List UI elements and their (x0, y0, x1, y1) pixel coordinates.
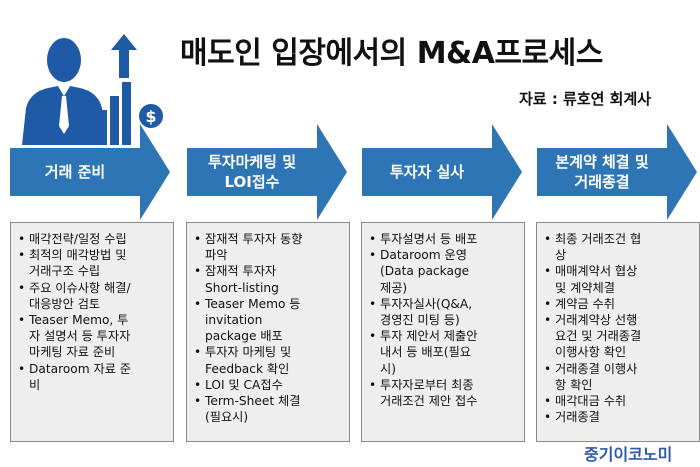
bullet-list: 잠재적 투자자 동향 파악 잠재적 투자자 Short-listing Teas… (193, 231, 343, 425)
step-arrow-closing: 본계약 체결 및 거래종결 (537, 124, 697, 220)
list-item: 주요 이슈사항 해결/ 대응방안 검토 (17, 280, 167, 312)
list-item: 거래종결 이행사 항 확인 (543, 361, 693, 393)
list-item: 투자 제안서 제출안 내서 등 배포(필요 시) (368, 328, 518, 377)
list-item: Term-Sheet 체결 (필요시) (193, 393, 343, 425)
list-item: 매매계약서 협상 및 계약체결 (543, 263, 693, 295)
step-detail-box-marketing: 잠재적 투자자 동향 파악 잠재적 투자자 Short-listing Teas… (186, 222, 350, 442)
list-item: 투자자실사(Q&A, 경영진 미팅 등) (368, 296, 518, 328)
businessman-growth-icon: $ (14, 30, 164, 145)
step-detail-box-closing: 최종 거래조건 협 상 매매계약서 협상 및 계약체결 계약금 수취 거래계약상… (536, 222, 700, 442)
step-label: 투자마케팅 및 LOI접수 (207, 153, 297, 191)
list-item: 투자설명서 등 배포 (368, 231, 518, 247)
step-arrow-due-diligence: 투자자 실사 (362, 124, 522, 220)
list-item: Dataroom 자료 준 비 (17, 361, 167, 393)
list-item: 투자자 마케팅 및 Feedback 확인 (193, 344, 343, 376)
list-item: 거래종결 (543, 409, 693, 425)
step-label: 거래 준비 (44, 163, 106, 181)
list-item: Teaser Memo, 투 자 설명서 등 투자자 마케팅 자료 준비 (17, 312, 167, 361)
bullet-list: 투자설명서 등 배포 Dataroom 운영 (Data package 제공)… (368, 231, 518, 409)
list-item: LOI 및 CA접수 (193, 377, 343, 393)
bullet-list: 최종 거래조건 협 상 매매계약서 협상 및 계약체결 계약금 수취 거래계약상… (543, 231, 693, 426)
step-arrow-prepare: 거래 준비 (10, 124, 170, 220)
source-note: 자료 : 류호연 회계사 (519, 90, 652, 108)
step-detail-box-prepare: 매각전략/일정 수립 최적의 매각방법 및 거래구조 수립 주요 이슈사항 해결… (10, 222, 174, 442)
list-item: 거래계약상 선행 요건 및 거래종결 이행사항 확인 (543, 312, 693, 361)
svg-text:$: $ (145, 107, 156, 126)
step-detail-box-due-diligence: 투자설명서 등 배포 Dataroom 운영 (Data package 제공)… (361, 222, 525, 442)
list-item: 최적의 매각방법 및 거래구조 수립 (17, 247, 167, 279)
list-item: 잠재적 투자자 Short-listing (193, 263, 343, 295)
brand-watermark: 중기이코노미 (584, 445, 673, 464)
list-item: Teaser Memo 등 invitation package 배포 (193, 296, 343, 345)
list-item: 최종 거래조건 협 상 (543, 231, 693, 263)
list-item: 매각전략/일정 수립 (17, 231, 167, 247)
list-item: 잠재적 투자자 동향 파악 (193, 231, 343, 263)
step-arrow-marketing: 투자마케팅 및 LOI접수 (187, 124, 347, 220)
step-label: 투자자 실사 (389, 163, 465, 181)
step-label: 본계약 체결 및 거래종결 (555, 153, 649, 191)
page-title: 매도인 입장에서의 M&A프로세스 (180, 36, 603, 71)
list-item: 투자자로부터 최종 거래조건 제안 접수 (368, 377, 518, 409)
list-item: 계약금 수취 (543, 296, 693, 312)
list-item: Dataroom 운영 (Data package 제공) (368, 247, 518, 296)
bullet-list: 매각전략/일정 수립 최적의 매각방법 및 거래구조 수립 주요 이슈사항 해결… (17, 231, 167, 393)
list-item: 매각대금 수취 (543, 393, 693, 409)
